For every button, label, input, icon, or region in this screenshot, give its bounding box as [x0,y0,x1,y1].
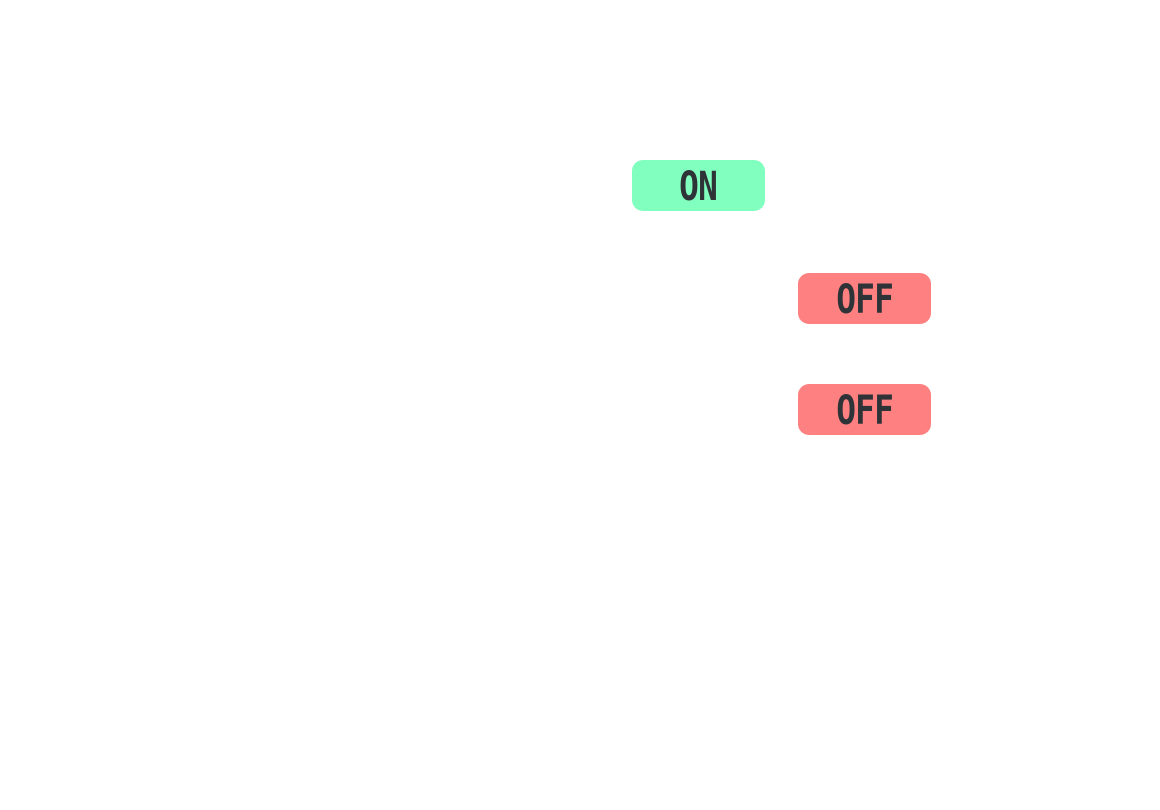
toggle-switch-2[interactable]: OFF [798,273,931,324]
toggle-label-1: ON [679,163,719,210]
toggle-label-2: OFF [836,276,894,323]
toggle-switch-1[interactable]: ON [632,160,765,211]
toggle-switch-3[interactable]: OFF [798,384,931,435]
toggle-label-3: OFF [836,387,894,434]
